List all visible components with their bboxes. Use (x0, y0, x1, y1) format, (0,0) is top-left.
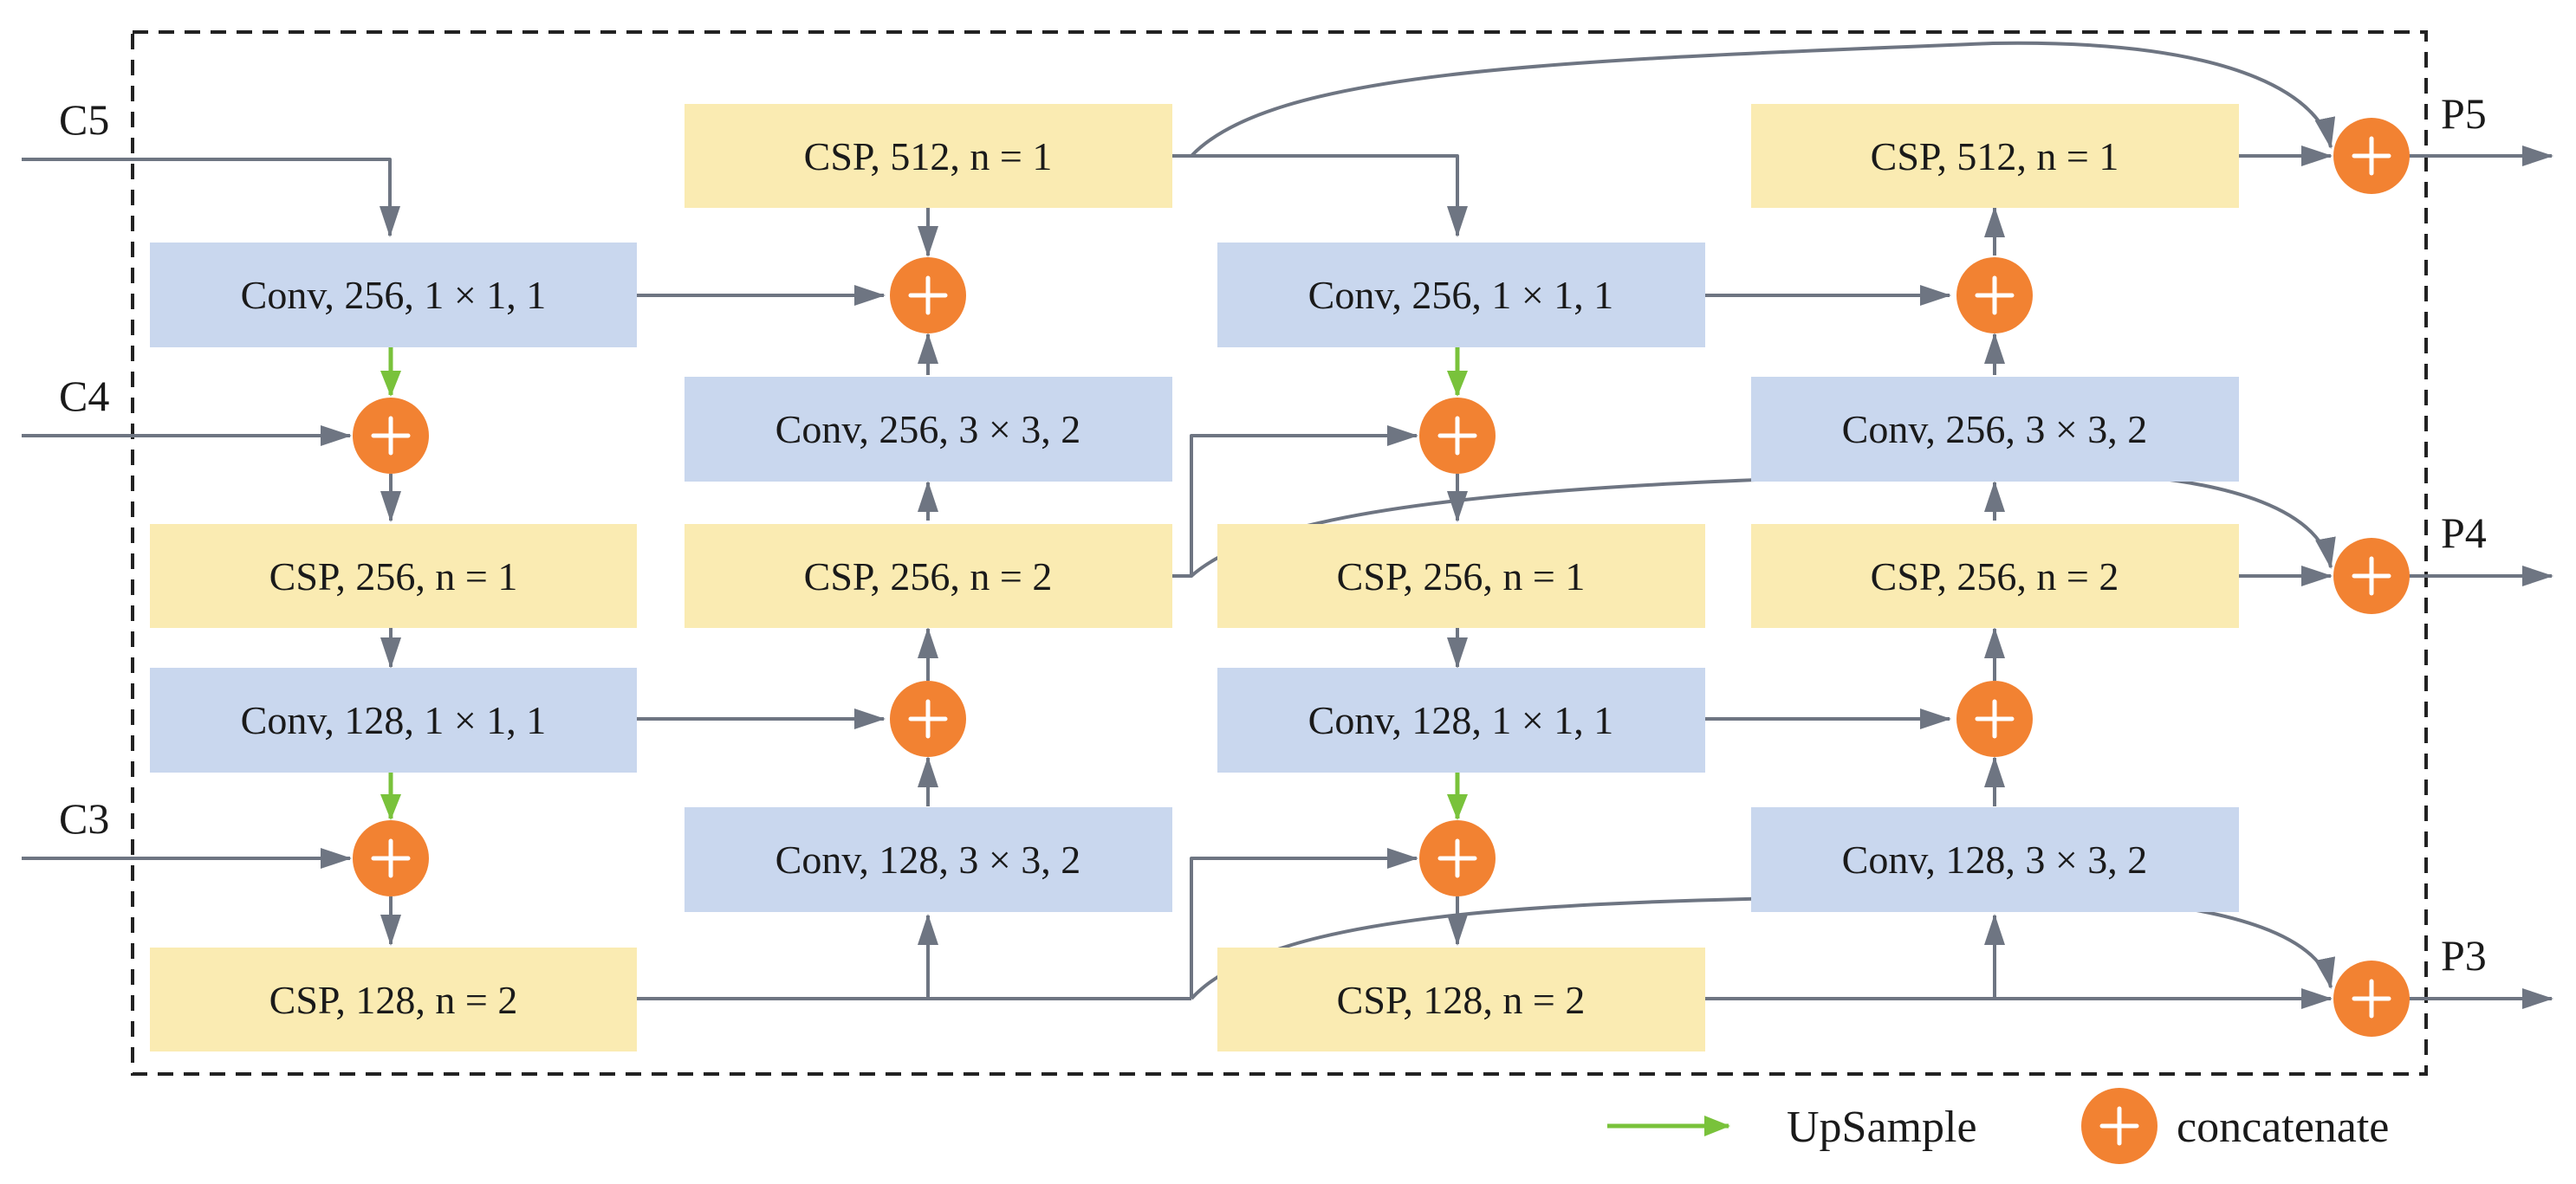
box-col1-conv128: Conv, 128, 1 × 1, 1 (150, 668, 637, 773)
concat-plus-icon (353, 820, 429, 896)
box-label: Conv, 128, 1 × 1, 1 (1308, 698, 1614, 742)
box-label: CSP, 256, n = 1 (1337, 554, 1586, 598)
concat-plus-icon (2333, 118, 2410, 194)
box-col1-csp128: CSP, 128, n = 2 (150, 948, 637, 1051)
box-col1-conv256: Conv, 256, 1 × 1, 1 (150, 243, 637, 347)
edge-csp128-concat-col3 (1190, 848, 1418, 999)
box-col1-csp256: CSP, 256, n = 1 (150, 524, 637, 628)
concat-plus-icon (2333, 961, 2410, 1037)
concat-plus-icon (353, 398, 429, 474)
box-label: CSP, 128, n = 2 (269, 978, 518, 1022)
concat-plus-icon (1419, 820, 1496, 896)
box-col3-csp256: CSP, 256, n = 1 (1217, 524, 1705, 628)
concat-plus-icon (890, 257, 966, 333)
box-label: CSP, 256, n = 2 (804, 554, 1053, 598)
box-label: CSP, 128, n = 2 (1337, 978, 1586, 1022)
box-col4-conv256: Conv, 256, 3 × 3, 2 (1751, 377, 2239, 482)
legend-concatenate-label: concatenate (2177, 1103, 2389, 1152)
box-col3-csp128: CSP, 128, n = 2 (1217, 948, 1705, 1051)
box-col2-csp512: CSP, 512, n = 1 (685, 104, 1172, 208)
box-col3-conv128: Conv, 128, 1 × 1, 1 (1217, 668, 1705, 773)
concat-plus-icon (890, 681, 966, 757)
box-col2-csp256: CSP, 256, n = 2 (685, 524, 1172, 628)
box-label: Conv, 128, 1 × 1, 1 (241, 698, 547, 742)
box-label: CSP, 256, n = 1 (269, 554, 518, 598)
input-c3-label: C3 (59, 794, 109, 843)
edge-c5 (22, 158, 400, 237)
box-col4-conv128: Conv, 128, 3 × 3, 2 (1751, 807, 2239, 912)
box-col4-csp512: CSP, 512, n = 1 (1751, 104, 2239, 208)
legend: UpSample concatenate (1607, 1088, 2389, 1164)
box-label: Conv, 128, 3 × 3, 2 (1842, 838, 2148, 882)
box-label: Conv, 256, 1 × 1, 1 (241, 273, 547, 317)
concat-plus-icon (1419, 398, 1496, 474)
concat-plus-icon (1956, 681, 2033, 757)
output-p5-label: P5 (2441, 89, 2487, 138)
boxes: Conv, 256, 1 × 1, 1 CSP, 256, n = 1 Conv… (150, 104, 2239, 1051)
concat-nodes (353, 118, 2410, 1037)
box-label: Conv, 256, 3 × 3, 2 (775, 407, 1081, 451)
output-p4-label: P4 (2441, 508, 2487, 557)
box-col3-conv256: Conv, 256, 1 × 1, 1 (1217, 243, 1705, 347)
upsample-edges (380, 346, 1468, 820)
box-label: Conv, 256, 3 × 3, 2 (1842, 407, 2148, 451)
box-col4-csp256: CSP, 256, n = 2 (1751, 524, 2239, 628)
concat-plus-icon (1956, 257, 2033, 333)
legend-upsample-label: UpSample (1787, 1103, 1977, 1152)
edge-csp512-conv256-col3 (1172, 154, 1468, 237)
box-label: CSP, 512, n = 1 (804, 134, 1053, 178)
input-c4-label: C4 (59, 372, 109, 420)
concat-plus-icon (2081, 1088, 2157, 1164)
box-label: CSP, 256, n = 2 (1871, 554, 2119, 598)
box-label: Conv, 256, 1 × 1, 1 (1308, 273, 1614, 317)
input-c5-label: C5 (59, 95, 109, 144)
edge-csp256-concat-col3 (1172, 425, 1418, 578)
output-p3-label: P3 (2441, 931, 2487, 980)
box-col2-conv128: Conv, 128, 3 × 3, 2 (685, 807, 1172, 912)
box-label: Conv, 128, 3 × 3, 2 (775, 838, 1081, 882)
neck-frame (131, 30, 2428, 1076)
edge-csp512-p5 (1190, 41, 2336, 158)
box-col2-conv256: Conv, 256, 3 × 3, 2 (685, 377, 1172, 482)
box-label: CSP, 512, n = 1 (1871, 134, 2119, 178)
concat-plus-icon (2333, 538, 2410, 614)
